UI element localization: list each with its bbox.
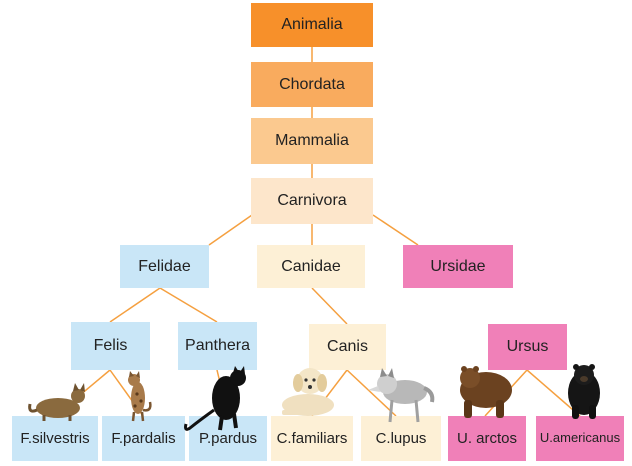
connector [373,215,418,245]
node-f-silvestris: F.silvestris [12,416,98,461]
connector [110,288,160,322]
node-felis: Felis [71,322,150,370]
connector [485,370,527,416]
node-ursidae: Ursidae [403,245,513,288]
connector [347,370,396,416]
node-animalia: Animalia [251,3,373,47]
node-u-americanus: U.americanus [536,416,624,461]
node-c-lupus: C.lupus [361,416,441,461]
node-u-arctos: U. arctos [448,416,526,461]
node-mammalia: Mammalia [251,118,373,164]
node-ursus: Ursus [488,324,567,370]
connector [217,370,228,416]
node-canis: Canis [309,324,386,370]
node-canidae: Canidae [257,245,365,288]
connector [110,370,143,416]
connector [55,370,110,416]
connector [209,215,252,245]
connector [527,370,580,416]
node-f-pardalis: F.pardalis [102,416,185,461]
node-c-familiars: C.familiars [271,416,353,461]
node-carnivora: Carnivora [251,178,373,224]
node-p-pardus: P.pardus [189,416,267,461]
connector [312,370,347,416]
connector [160,288,217,322]
node-felidae: Felidae [120,245,209,288]
node-chordata: Chordata [251,62,373,107]
node-panthera: Panthera [178,322,257,370]
connector [312,288,347,324]
